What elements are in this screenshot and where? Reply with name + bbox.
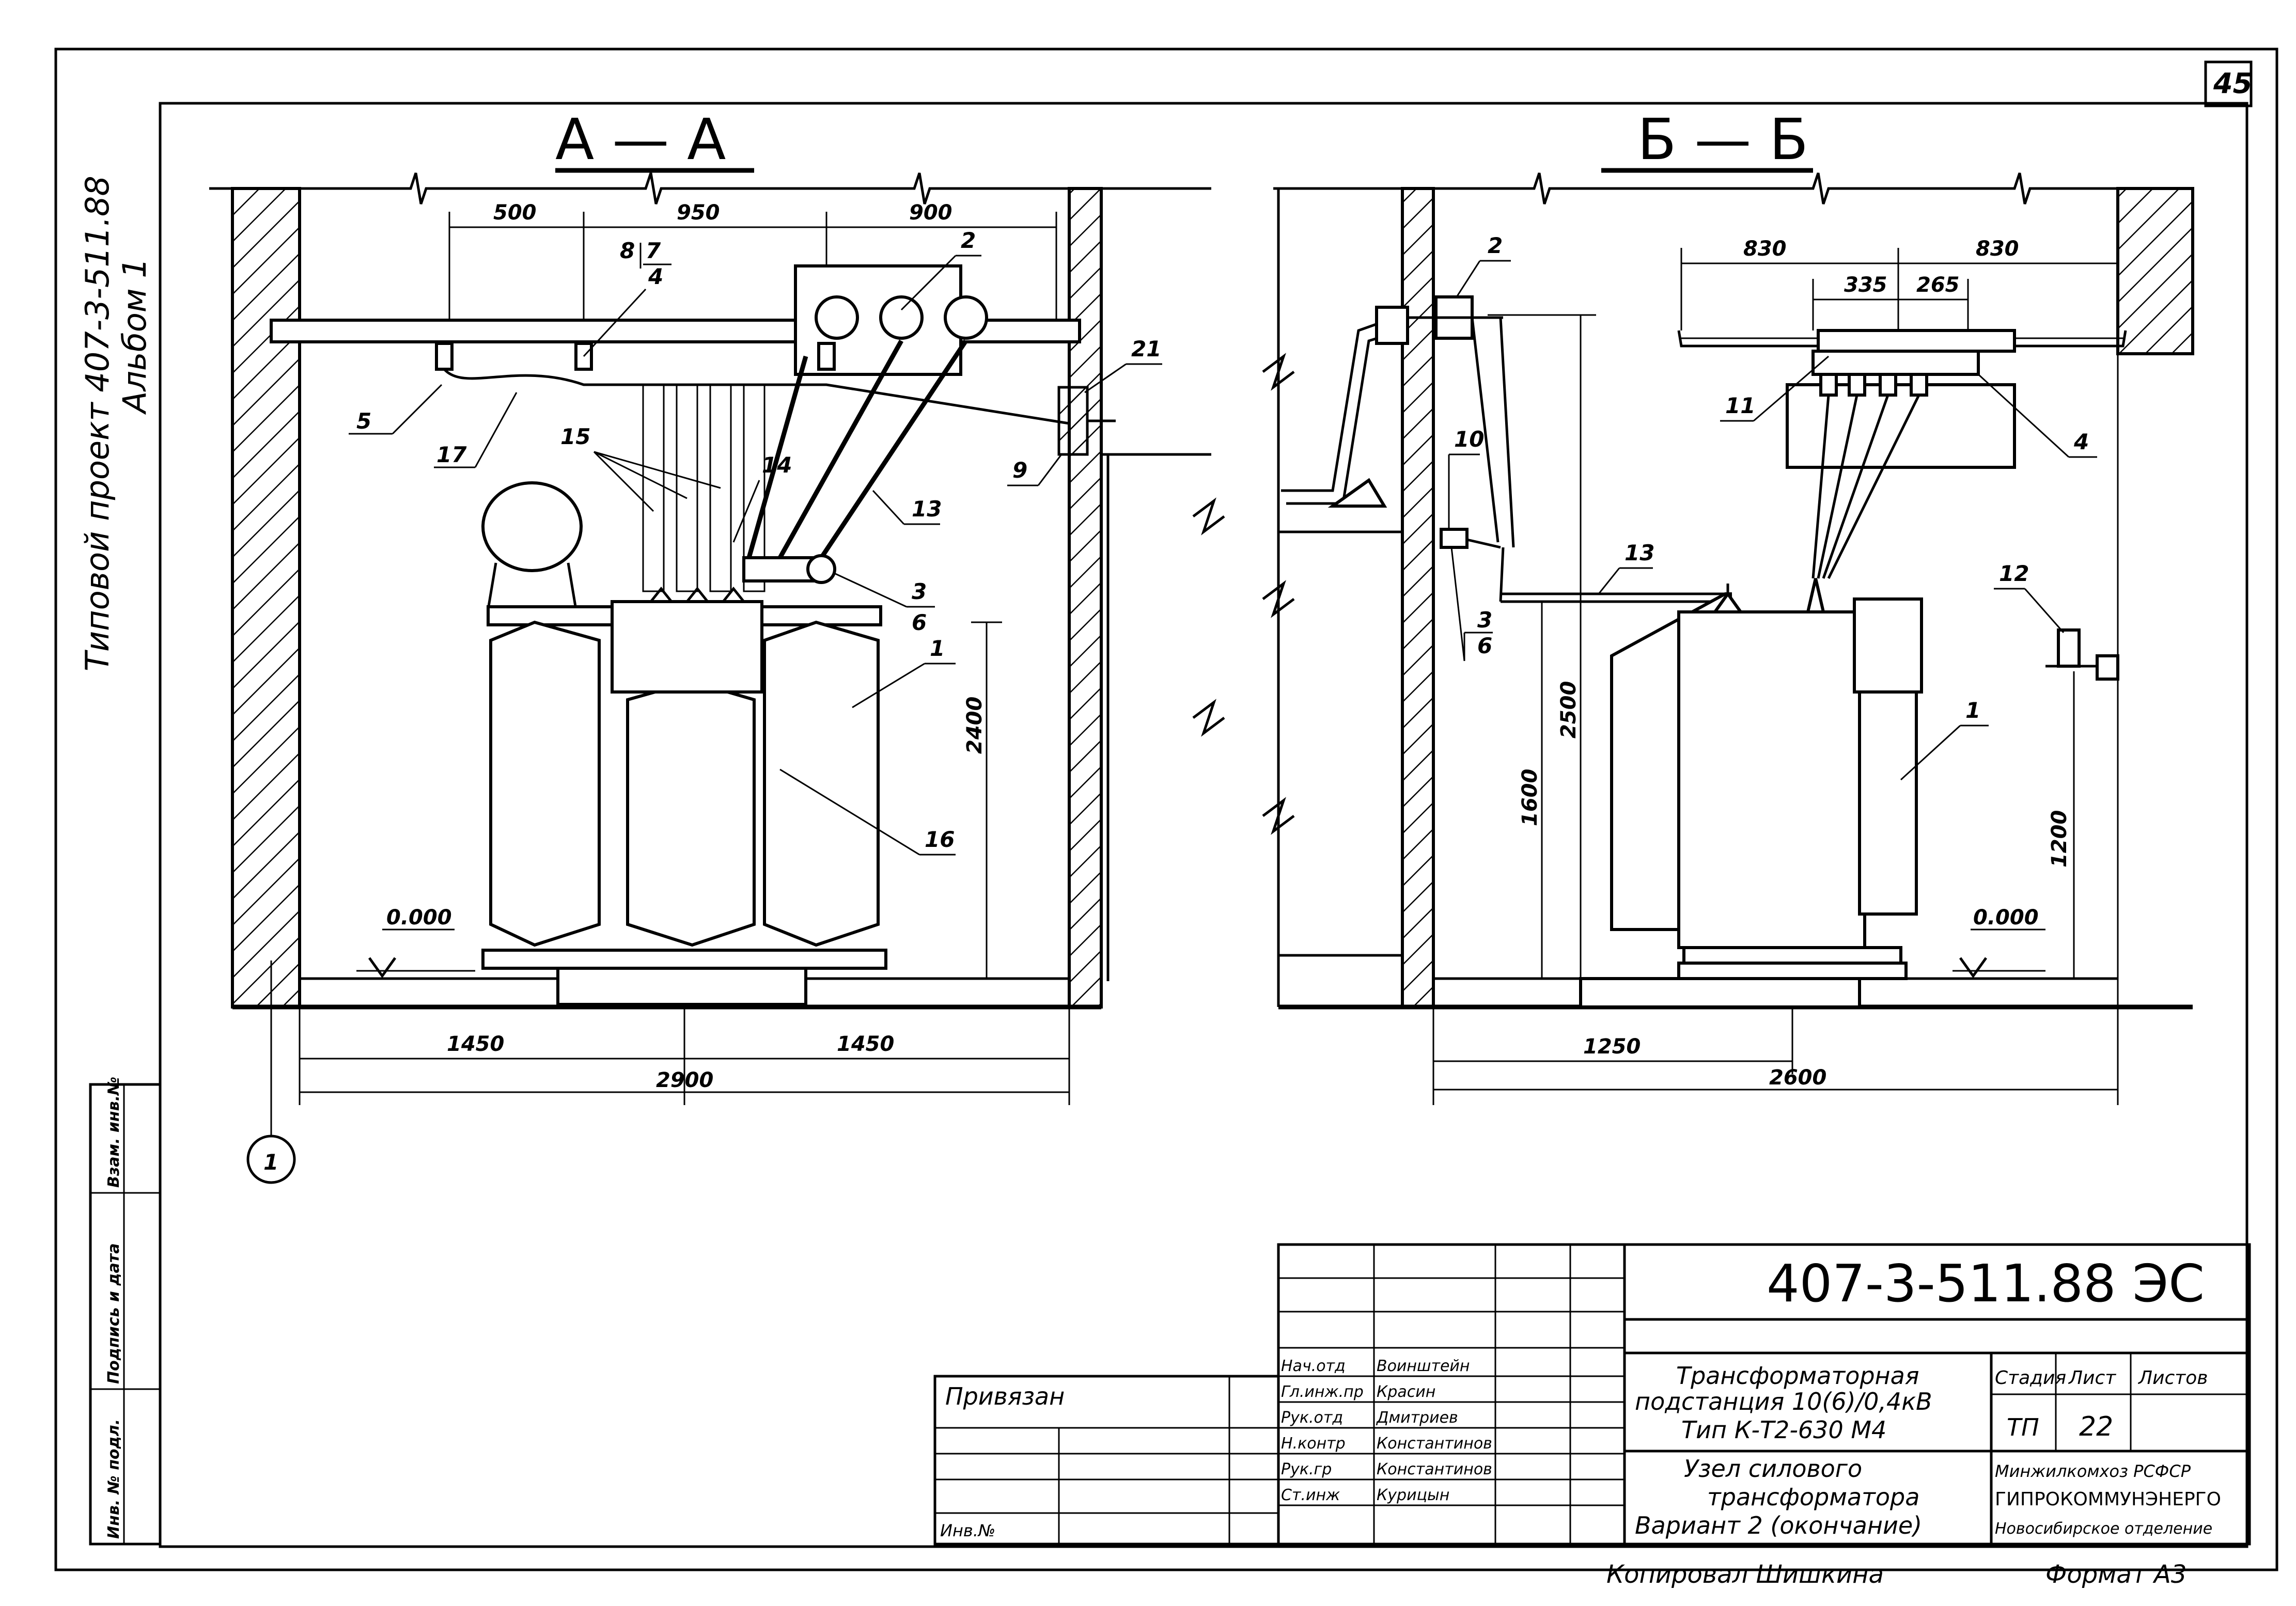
tb-name-4: Константинов xyxy=(1377,1460,1492,1478)
tb-role-4: Рук.гр xyxy=(1281,1460,1332,1478)
aa-dim-bottom-1: 1450 xyxy=(837,1032,894,1056)
aa-dim-top-2: 900 xyxy=(909,201,952,225)
bb-label-4: 4 xyxy=(2073,429,2089,454)
tb-desc-3: Тип К-Т2-630 М4 xyxy=(1681,1416,1886,1444)
section-bb: Б — Б xyxy=(1192,106,2194,1105)
bb-label-12: 12 xyxy=(1999,561,2029,586)
side-stamp: Взам. инв.№ Подпись и дата Инв. № подл. xyxy=(89,1077,162,1546)
bb-label-3: 3 xyxy=(1477,607,1492,633)
aa-label-21: 21 xyxy=(1131,336,1161,361)
aa-label-3: 3 xyxy=(912,579,927,604)
aa-dim-bottom-2: 2900 xyxy=(656,1068,713,1092)
side-title-text: Типовой проект 407-3-511.88 xyxy=(79,176,116,671)
title-block: Привязан Инв.№ 407-3-511.88 ЭС Нач.отд Г… xyxy=(933,1243,2251,1546)
wall-right-bb xyxy=(2116,187,2194,355)
bb-dim-bottom-1: 2600 xyxy=(1769,1066,1826,1090)
transformer-bb xyxy=(1579,578,1923,1009)
tb-org-1: Минжилкомхоз РСФСР xyxy=(1995,1461,2191,1481)
side-title: Типовой проект 407-3-511.88 Альбом 1 xyxy=(79,176,153,671)
bb-level: 0.000 xyxy=(1973,906,2039,930)
wall-left-aa xyxy=(231,187,301,1009)
sheet-number: 45 xyxy=(2213,67,2252,100)
tb-desc-1: Трансформаторная xyxy=(1676,1362,1919,1390)
tb-org-3: Новосибирское отделение xyxy=(1995,1520,2212,1538)
tb-inv-no: Инв.№ xyxy=(940,1521,995,1540)
tb-sheets-header: Листов xyxy=(2137,1367,2208,1389)
tb-privyazan: Привязан xyxy=(945,1382,1065,1410)
tb-desc-5: трансформатора xyxy=(1707,1483,1919,1511)
tb-stage-header: Стадия xyxy=(1995,1367,2066,1389)
tb-sheet: 22 xyxy=(2079,1411,2113,1442)
bb-label-10: 10 xyxy=(1454,427,1484,452)
bb-dim-top-0: 830 xyxy=(1743,237,1787,261)
bb-dim-height-2: 1200 xyxy=(2048,810,2071,868)
bb-dim-bottom-0: 1250 xyxy=(1583,1035,1641,1059)
copied-by: Копировал Шишкина xyxy=(1606,1560,1884,1589)
tb-name-1: Красин xyxy=(1377,1383,1435,1401)
bb-label-11: 11 xyxy=(1725,393,1755,418)
aa-axis-marker: 1 xyxy=(263,1150,278,1175)
tb-desc-4: Узел силового xyxy=(1684,1455,1862,1483)
bb-label-3b: 6 xyxy=(1477,633,1492,658)
aa-label-3b: 6 xyxy=(912,610,927,635)
aa-labels: 5 17 8 7 4 2 21 9 15 14 13 3 6 1 xyxy=(349,228,1162,856)
aa-dim-top-1: 950 xyxy=(677,201,720,225)
aa-label-17: 17 xyxy=(436,442,467,467)
tb-stage: ТП xyxy=(2007,1413,2039,1441)
aa-label-7: 7 xyxy=(646,238,661,263)
aa-dim-top-0: 500 xyxy=(493,201,537,225)
tb-name-5: Курицын xyxy=(1377,1486,1449,1504)
aa-label-5: 5 xyxy=(356,408,371,434)
aa-label-1: 1 xyxy=(930,636,945,661)
tb-role-2: Рук.отд xyxy=(1281,1409,1343,1427)
transformer-aa xyxy=(481,481,887,1006)
tb-role-0: Нач.отд xyxy=(1281,1357,1346,1375)
tb-role-3: Н.контр xyxy=(1281,1435,1346,1453)
tb-name-2: Дмитриев xyxy=(1376,1409,1458,1427)
tb-code: 407-3-511.88 ЭС xyxy=(1767,1253,2205,1314)
bb-label-13: 13 xyxy=(1625,540,1654,565)
stamp-label-1: Подпись и дата xyxy=(105,1243,123,1384)
aa-label-15: 15 xyxy=(560,424,590,449)
aa-label-7b: 4 xyxy=(648,264,663,289)
bb-label-1: 1 xyxy=(1965,698,1980,723)
section-aa: А — А 500 950 900 xyxy=(209,106,1211,1184)
section-bb-title: Б — Б xyxy=(1637,106,1808,172)
aa-label-14: 14 xyxy=(762,452,792,478)
tb-desc-2: подстанция 10(6)/0,4кВ xyxy=(1635,1388,1932,1415)
tb-desc-6: Вариант 2 (окончание) xyxy=(1635,1511,1922,1539)
section-aa-title: А — А xyxy=(555,106,726,172)
bb-dim-height-1: 2500 xyxy=(1557,681,1581,738)
bb-dim-height-0: 1600 xyxy=(1518,769,1542,826)
tb-sheet-header: Лист xyxy=(2068,1367,2116,1389)
aa-dim-height: 2400 xyxy=(963,697,987,754)
bb-dim-top-2: 335 xyxy=(1844,273,1887,297)
side-album-text: Альбом 1 xyxy=(116,258,153,415)
tb-name-3: Константинов xyxy=(1377,1435,1492,1453)
aa-label-16: 16 xyxy=(925,827,955,852)
bb-dim-top-1: 830 xyxy=(1976,237,2019,261)
aa-level: 0.000 xyxy=(386,906,452,930)
tb-org-2: ГИПРОКОММУНЭНЕРГО xyxy=(1995,1489,2221,1510)
bb-label-2: 2 xyxy=(1488,233,1503,258)
aa-label-13: 13 xyxy=(912,496,942,522)
stamp-label-0: Взам. инв.№ xyxy=(105,1077,123,1188)
aa-label-2: 2 xyxy=(961,228,976,253)
wall-right-aa xyxy=(1068,187,1103,1009)
bb-dim-top-3: 265 xyxy=(1916,273,1960,297)
stamp-label-2: Инв. № подл. xyxy=(105,1419,123,1539)
tb-roles: Нач.отд Гл.инж.пр Рук.отд Н.контр Рук.гр… xyxy=(1281,1357,1492,1504)
aa-label-8: 8 xyxy=(620,238,635,263)
bb-labels: 2 10 3 6 13 11 4 12 1 xyxy=(1448,233,2097,781)
tb-role-5: Ст.инж xyxy=(1281,1486,1340,1504)
aa-label-9: 9 xyxy=(1012,458,1027,483)
sheet-frame: 45 xyxy=(54,48,2278,1571)
aa-dim-bottom-0: 1450 xyxy=(447,1032,504,1056)
tb-role-1: Гл.инж.пр xyxy=(1281,1383,1364,1401)
sheet-format: Формат А3 xyxy=(2045,1560,2186,1589)
tb-name-0: Воинштейн xyxy=(1377,1357,1470,1375)
